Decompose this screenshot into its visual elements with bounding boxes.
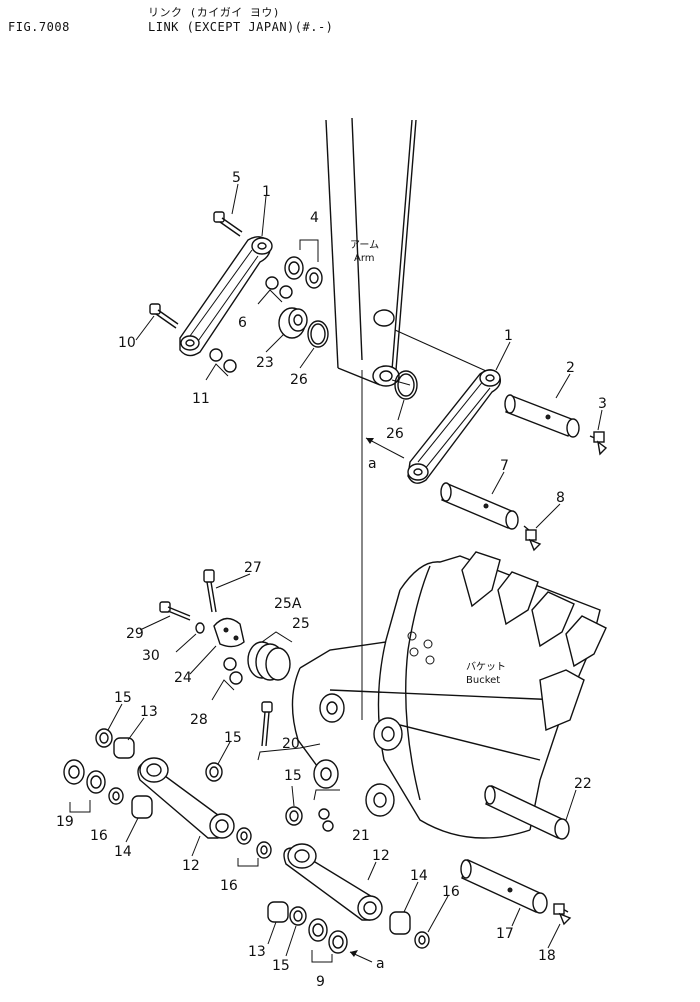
link-center bbox=[407, 369, 502, 484]
title-japanese: リンク (カイガイ ヨウ) bbox=[148, 6, 280, 19]
callout-11: 11 bbox=[192, 391, 210, 407]
callout-2: 2 bbox=[566, 360, 575, 376]
callout-16a: 16 bbox=[90, 828, 108, 844]
callout-1a: 1 bbox=[262, 184, 271, 200]
arm-label-en: Arm bbox=[354, 253, 375, 264]
callout-26b: 26 bbox=[386, 426, 404, 442]
nuts-6 bbox=[257, 276, 293, 305]
bolt-27 bbox=[203, 569, 217, 613]
washers-19 bbox=[63, 759, 106, 813]
washers-9 bbox=[308, 918, 348, 963]
pin-7 bbox=[440, 482, 519, 530]
callout-16b: 16 bbox=[220, 878, 238, 894]
callout-3: 3 bbox=[598, 396, 607, 412]
seal-16a bbox=[108, 787, 124, 805]
callout-8: 8 bbox=[556, 490, 565, 506]
bolt-29 bbox=[159, 601, 191, 621]
washers-4 bbox=[284, 239, 323, 289]
pin-22 bbox=[484, 785, 570, 840]
callout-6: 6 bbox=[238, 315, 247, 331]
leader-lines bbox=[107, 183, 603, 957]
callout-18: 18 bbox=[538, 948, 556, 964]
plate-24 bbox=[213, 617, 245, 648]
figure-number: FIG.7008 bbox=[8, 20, 70, 34]
pin-2 bbox=[504, 394, 580, 438]
callout-27: 27 bbox=[244, 560, 262, 576]
bushing-15b bbox=[205, 762, 223, 782]
seal-16c bbox=[414, 931, 430, 949]
bushing-13b bbox=[267, 901, 289, 923]
callout-15c: 15 bbox=[284, 768, 302, 784]
bolt-5 bbox=[213, 211, 243, 237]
arrow-a-top-line bbox=[365, 437, 405, 459]
bolt-20 bbox=[257, 701, 321, 761]
callout-1b: 1 bbox=[504, 328, 513, 344]
callout-19: 19 bbox=[56, 814, 74, 830]
callout-15d: 15 bbox=[272, 958, 290, 974]
title-english: LINK (EXCEPT JAPAN)(#.-) bbox=[148, 20, 334, 34]
callout-5: 5 bbox=[232, 170, 241, 186]
shims-25 bbox=[247, 631, 293, 681]
arrow-a-bottom-head bbox=[350, 950, 358, 957]
callout-9: 9 bbox=[316, 974, 325, 990]
nuts-21 bbox=[313, 789, 340, 832]
callout-25: 25 bbox=[292, 616, 310, 632]
callout-10: 10 bbox=[118, 335, 136, 351]
washer-30 bbox=[195, 622, 205, 634]
bushing-23 bbox=[278, 307, 308, 339]
callout-14b: 14 bbox=[410, 868, 428, 884]
callout-13b: 13 bbox=[248, 944, 266, 960]
callout-17: 17 bbox=[496, 926, 514, 942]
bushing-14b bbox=[389, 911, 411, 935]
callout-12a: 12 bbox=[182, 858, 200, 874]
nuts-28 bbox=[211, 657, 243, 701]
arrow-a-top-label: a bbox=[368, 456, 377, 472]
arrow-a-bottom-label: a bbox=[376, 956, 385, 972]
bucket-label-en: Bucket bbox=[466, 675, 500, 686]
bushing-15a bbox=[95, 728, 113, 748]
bolt-18 bbox=[553, 903, 572, 926]
callout-26a: 26 bbox=[290, 372, 308, 388]
callout-24: 24 bbox=[174, 670, 192, 686]
callout-16c: 16 bbox=[442, 884, 460, 900]
bolt-10 bbox=[149, 303, 179, 329]
bucket-drawing bbox=[291, 551, 607, 839]
o-ring-26b bbox=[394, 370, 418, 400]
link-lower-left bbox=[137, 757, 235, 839]
pin-17 bbox=[460, 859, 548, 914]
callout-15b: 15 bbox=[224, 730, 242, 746]
callout-21: 21 bbox=[352, 828, 370, 844]
callout-23: 23 bbox=[256, 355, 274, 371]
o-ring-26a bbox=[307, 320, 329, 348]
callout-20: 20 bbox=[282, 736, 300, 752]
nuts-11 bbox=[205, 348, 237, 381]
callout-28: 28 bbox=[190, 712, 208, 728]
arm-label-jp: アーム bbox=[350, 239, 379, 251]
callout-30: 30 bbox=[142, 648, 160, 664]
callout-numbers: 1 5 4 6 10 23 26 11 1 2 3 26 7 8 27 29 2… bbox=[56, 170, 607, 990]
callout-4: 4 bbox=[310, 210, 319, 226]
bucket-label-jp: バケット bbox=[466, 661, 506, 673]
callout-14a: 14 bbox=[114, 844, 132, 860]
bushing-13a bbox=[113, 737, 135, 759]
link-upper-left bbox=[179, 236, 273, 357]
arrow-a-top-head bbox=[366, 438, 374, 444]
callout-22: 22 bbox=[574, 776, 592, 792]
bushing-14a bbox=[131, 795, 153, 819]
callout-29: 29 bbox=[126, 626, 144, 642]
callout-7: 7 bbox=[500, 458, 509, 474]
bolt-3 bbox=[589, 431, 608, 456]
bushing-15c bbox=[285, 806, 303, 826]
bushing-15d bbox=[289, 906, 307, 926]
callout-15a: 15 bbox=[114, 690, 132, 706]
seals-16b bbox=[236, 827, 272, 867]
callout-12b: 12 bbox=[372, 848, 390, 864]
callout-13a: 13 bbox=[140, 704, 158, 720]
bolt-8 bbox=[523, 525, 542, 552]
callout-25A: 25A bbox=[274, 596, 302, 612]
link-lower-center bbox=[283, 843, 383, 921]
arm-drawing bbox=[325, 117, 496, 387]
